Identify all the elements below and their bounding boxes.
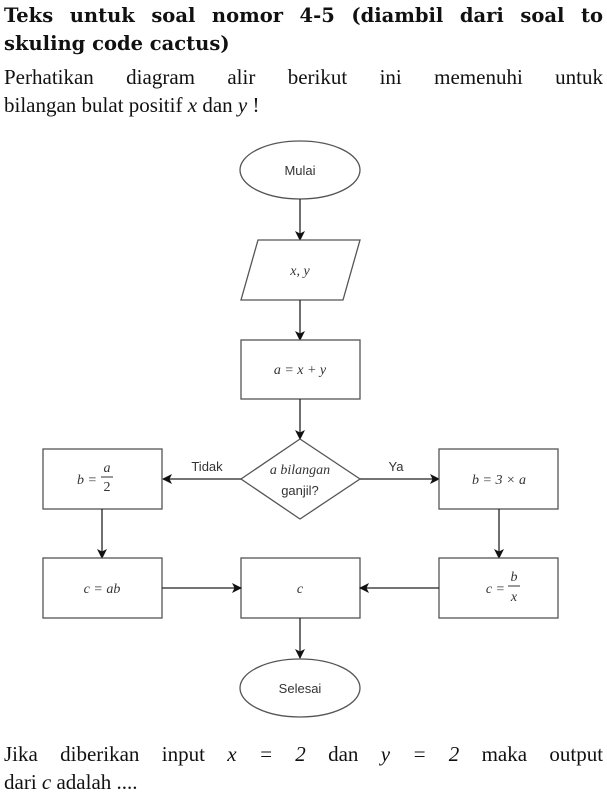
- q-word: output: [549, 742, 604, 766]
- process-c-no-label: c = ab: [84, 582, 121, 597]
- process-c-yes-lhs: c =: [486, 582, 505, 597]
- process-b-no-denominator: 2: [104, 480, 111, 495]
- intro-text: bilangan bulat positif: [4, 93, 188, 117]
- q-word: dan: [328, 742, 359, 766]
- q-eq-x: x = 2: [227, 742, 306, 766]
- output-label: c: [297, 582, 304, 597]
- question-heading: Teks untuk soal nomor 4-5 (diambil dari …: [4, 2, 603, 58]
- process-c-no-node: c = ab: [42, 557, 163, 619]
- q-prefix: dari: [4, 770, 42, 794]
- process-b-no-numerator: a: [104, 461, 111, 476]
- process-c-yes-denominator: x: [510, 590, 518, 605]
- input-node: x, y: [240, 239, 361, 301]
- label-yes: Ya: [389, 459, 405, 474]
- heading-line-2: skuling code cactus): [4, 32, 230, 55]
- end-node: Selesai: [239, 658, 361, 718]
- question-paragraph: Jika diberikan input x = 2 dan y = 2 mak…: [4, 740, 603, 796]
- process-c-yes-node: c = b x: [438, 557, 559, 619]
- start-node: Mulai: [239, 140, 361, 200]
- intro-line-1: Perhatikan diagram alir berikut ini meme…: [4, 65, 603, 89]
- process-c-yes-numerator: b: [511, 570, 518, 585]
- process-b-yes-node: b = 3 × a: [438, 448, 559, 510]
- decision-label-line-1: a bilangan: [270, 463, 330, 478]
- process-b-no-node: b = a 2: [42, 448, 163, 510]
- question-line-2: dari c adalah ....: [4, 770, 138, 794]
- var-c: c: [41, 770, 52, 794]
- q-word: maka: [481, 742, 528, 766]
- start-label: Mulai: [284, 163, 315, 178]
- intro-suffix: !: [247, 93, 260, 117]
- question-line-1: Jika diberikan input x = 2 dan y = 2 mak…: [4, 740, 603, 768]
- var-y: y: [237, 93, 248, 117]
- intro-conj: dan: [197, 93, 238, 117]
- intro-paragraph: Perhatikan diagram alir berikut ini meme…: [4, 63, 603, 119]
- var-x: x: [187, 93, 198, 117]
- decision-node: a bilangan ganjil?: [239, 438, 362, 520]
- process-b-no-lhs: b =: [77, 473, 97, 488]
- q-suffix: adalah ....: [51, 770, 138, 794]
- process-b-yes-label: b = 3 × a: [472, 473, 526, 488]
- process-a-node: a = x + y: [240, 339, 361, 400]
- output-node: c: [240, 557, 361, 619]
- q-word: Jika: [4, 742, 38, 766]
- decision-label-line-2: ganjil?: [281, 483, 319, 498]
- q-eq-y: y = 2: [380, 742, 460, 766]
- label-no: Tidak: [191, 459, 223, 474]
- q-word: input: [161, 742, 205, 766]
- process-a-label: a = x + y: [274, 363, 327, 378]
- heading-line-1: Teks untuk soal nomor 4-5 (diambil dari …: [4, 4, 603, 27]
- q-word: diberikan: [60, 742, 140, 766]
- intro-line-2: bilangan bulat positif x dan y !: [4, 93, 259, 117]
- input-label: x, y: [289, 264, 310, 279]
- end-label: Selesai: [279, 681, 322, 696]
